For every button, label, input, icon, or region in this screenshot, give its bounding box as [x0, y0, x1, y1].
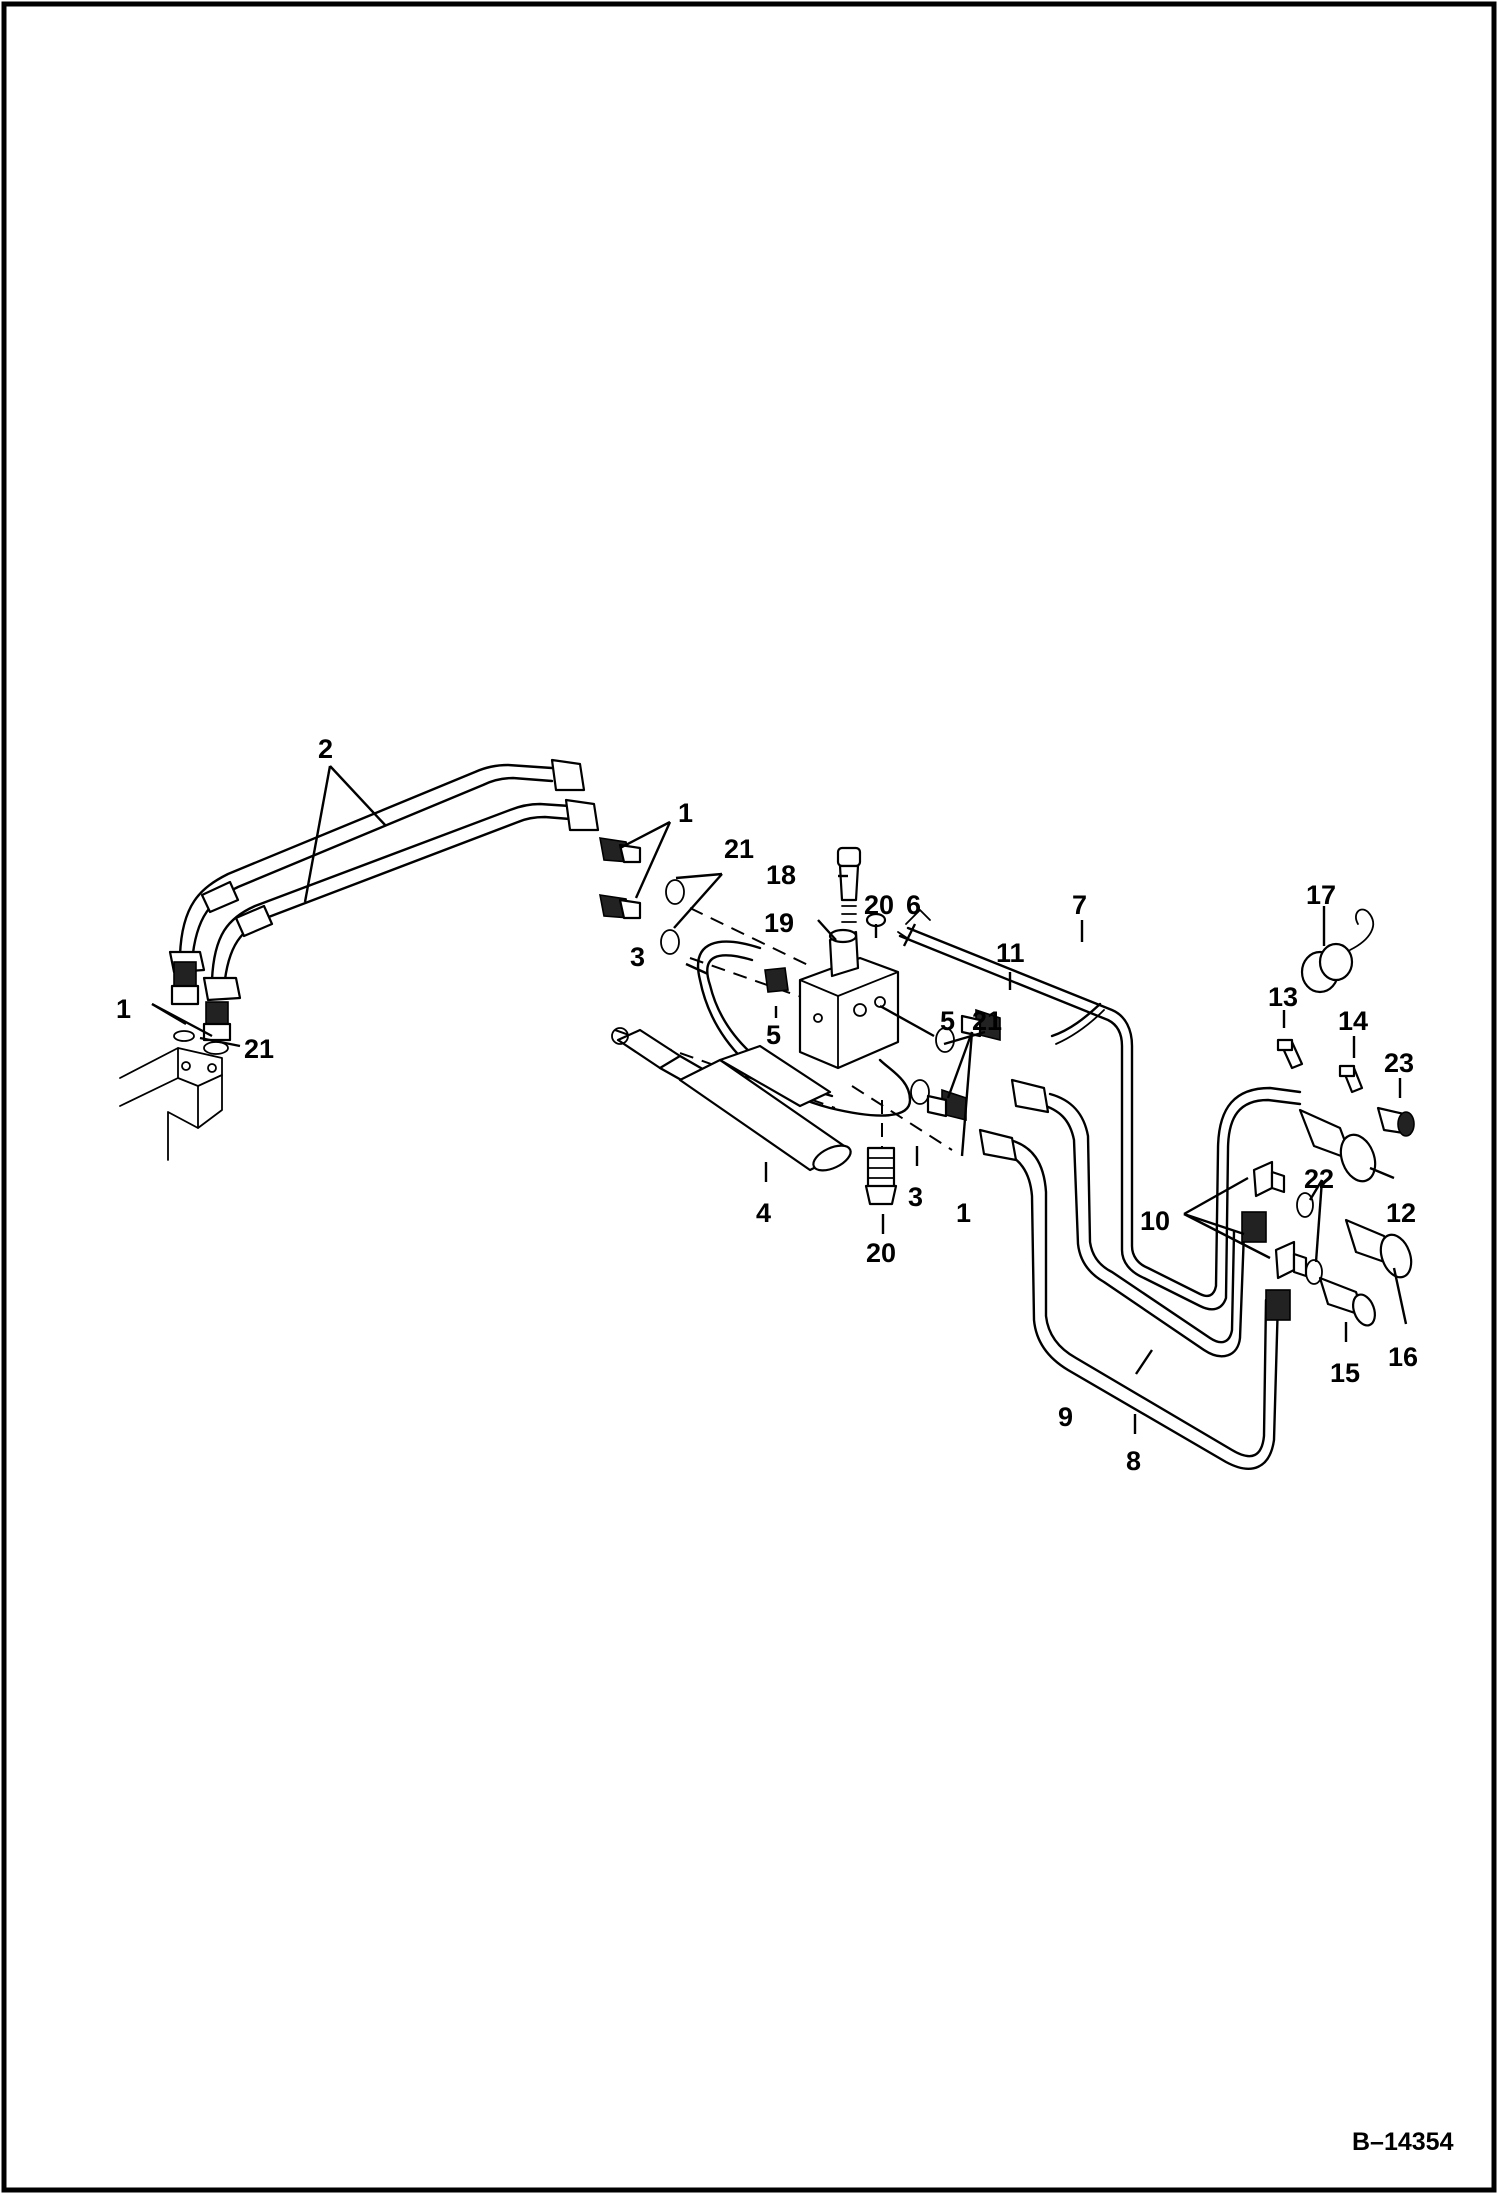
part-18	[836, 846, 862, 923]
o-ring-21-left	[173, 1030, 195, 1042]
o-ring-21-upper-b	[660, 929, 680, 955]
callout-8: 8	[1126, 1446, 1141, 1476]
callout-21-right: 21	[972, 1006, 1002, 1036]
o-ring-22-b	[1305, 1259, 1323, 1285]
callout-3-right: 3	[908, 1182, 923, 1212]
callout-18: 18	[766, 860, 796, 890]
callout-21-left: 21	[244, 1034, 274, 1064]
fittings-1-upper	[599, 837, 642, 920]
callout-3-left: 3	[630, 942, 645, 972]
callout-11: 11	[996, 938, 1025, 968]
fittings-1-left	[170, 961, 232, 1042]
callout-16: 16	[1388, 1342, 1418, 1372]
callout-13: 13	[1268, 982, 1298, 1012]
cylinder-4	[611, 1027, 852, 1172]
hose-pair-2	[168, 758, 600, 1002]
o-ring-21-right-b	[910, 1079, 930, 1105]
callout-14: 14	[1338, 1006, 1368, 1036]
leader-lines	[151, 765, 1408, 1434]
callout-23: 23	[1384, 1048, 1414, 1078]
callout-12: 12	[1386, 1198, 1416, 1228]
drawing-code: B–14354	[1352, 2128, 1454, 2156]
callout-7: 7	[1072, 890, 1087, 920]
part-23	[1376, 1106, 1415, 1137]
callout-9: 9	[1058, 1402, 1073, 1432]
callout-15: 15	[1330, 1358, 1360, 1388]
part-20-bottom	[864, 1146, 898, 1206]
callout-5-left: 5	[766, 1020, 781, 1050]
dust-cap-17	[1300, 908, 1374, 994]
callout-10: 10	[1140, 1206, 1170, 1236]
o-ring-21-upper-a	[665, 879, 685, 905]
callout-19: 19	[764, 908, 794, 938]
coupler-12	[1298, 1108, 1377, 1183]
o-ring-22-a	[1296, 1192, 1314, 1218]
hoses-8-9	[978, 1078, 1280, 1470]
callout-4: 4	[756, 1198, 771, 1228]
callout-1-right: 1	[956, 1198, 971, 1228]
callout-5-right: 5	[940, 1006, 955, 1036]
coupler-15	[1318, 1276, 1376, 1327]
callout-21-upper: 21	[724, 834, 754, 864]
callout-2: 2	[318, 734, 333, 764]
callout-6: 6	[906, 890, 921, 920]
callout-1-left: 1	[116, 994, 131, 1024]
part-7	[1050, 1002, 1102, 1038]
part-14	[1338, 1064, 1364, 1094]
callout-22: 22	[1304, 1164, 1334, 1194]
fitting-5a	[764, 967, 789, 993]
callout-20-top: 20	[864, 890, 894, 920]
callout-17: 17	[1306, 880, 1336, 910]
part-13	[1276, 1038, 1304, 1070]
callout-20-bottom: 20	[866, 1238, 896, 1268]
coupler-16	[1344, 1218, 1413, 1279]
cylinder-base	[119, 1047, 223, 1161]
fittings-10	[1241, 1160, 1308, 1321]
valve-block	[798, 912, 900, 1070]
callout-1-upper: 1	[678, 798, 693, 828]
part-7-b	[1055, 1009, 1105, 1045]
